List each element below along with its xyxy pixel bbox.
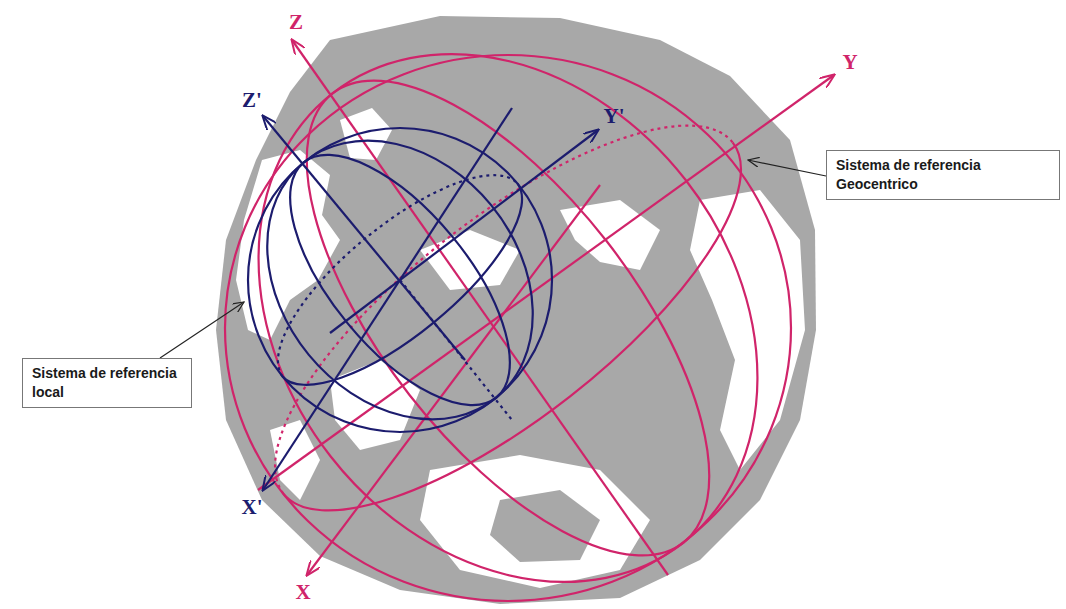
callout-text: Sistema de referencia Geocentrico [836, 156, 1050, 194]
axis-label: X' [242, 496, 263, 518]
axis-label: Y [842, 51, 857, 73]
axis-label: Z' [242, 89, 262, 111]
callout-box: Sistema de referencia local [22, 358, 192, 408]
axis-label: X [295, 581, 310, 603]
axis-label: Y' [604, 105, 625, 127]
callout-text: Sistema de referencia local [32, 364, 182, 402]
callout-box: Sistema de referencia Geocentrico [826, 150, 1060, 200]
axis-label: Z [289, 11, 303, 33]
